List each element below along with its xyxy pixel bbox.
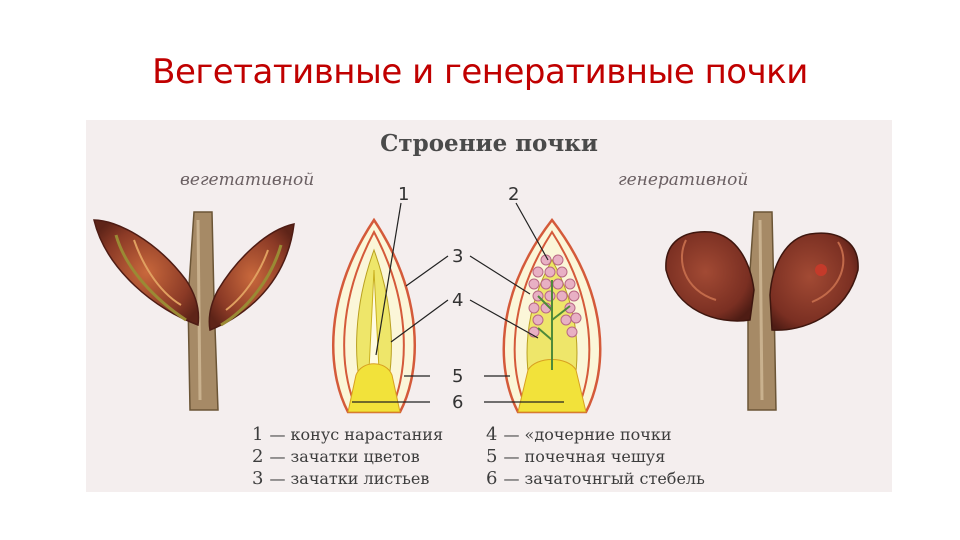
generative-bud-right <box>769 232 859 331</box>
vegetative-bud-right <box>208 223 295 332</box>
number-2: 2 <box>508 184 519 205</box>
generative-bud-section <box>502 217 602 414</box>
number-3: 3 <box>452 246 463 267</box>
flower-primordia <box>528 254 582 338</box>
legend-right: 4— «дочерние почки 5— почечная чешуя 6— … <box>486 424 705 490</box>
vegetative-bud-left <box>93 219 200 327</box>
number-1: 1 <box>398 184 409 205</box>
number-5: 5 <box>452 366 463 387</box>
number-6: 6 <box>452 392 463 413</box>
legend-item: 4— «дочерние почки <box>486 424 672 445</box>
figure-title: Строение почки <box>380 130 598 157</box>
number-4: 4 <box>452 290 463 311</box>
legend-item: 5— почечная чешуя <box>486 446 666 467</box>
vegetative-twig <box>93 211 295 411</box>
generative-twig <box>665 211 859 411</box>
bud-drawing: 1 2 3 4 5 6 <box>93 184 859 414</box>
legend-item: 2— зачатки цветов <box>252 446 420 467</box>
legend-item: 3— зачатки листьев <box>252 468 430 489</box>
generative-bud-left <box>665 231 755 322</box>
legend-left: 1— конус нарастания 2— зачатки цветов 3—… <box>252 424 443 490</box>
callout-arrows <box>352 202 564 403</box>
vegetative-bud-section <box>331 217 417 414</box>
legend-item: 1— конус нарастания <box>252 424 444 445</box>
generative-label: генеративной <box>618 170 749 190</box>
callout-numbers: 1 2 3 4 5 6 <box>398 184 519 413</box>
vegetative-label: вегетативной <box>180 170 315 190</box>
slide-title: Вегетативные и генеративные почки <box>152 52 808 92</box>
legend-item: 6— зачаточнгый стебель <box>486 468 705 489</box>
bud-structure-figure: Строение почки вегетативной генеративной <box>86 120 892 492</box>
